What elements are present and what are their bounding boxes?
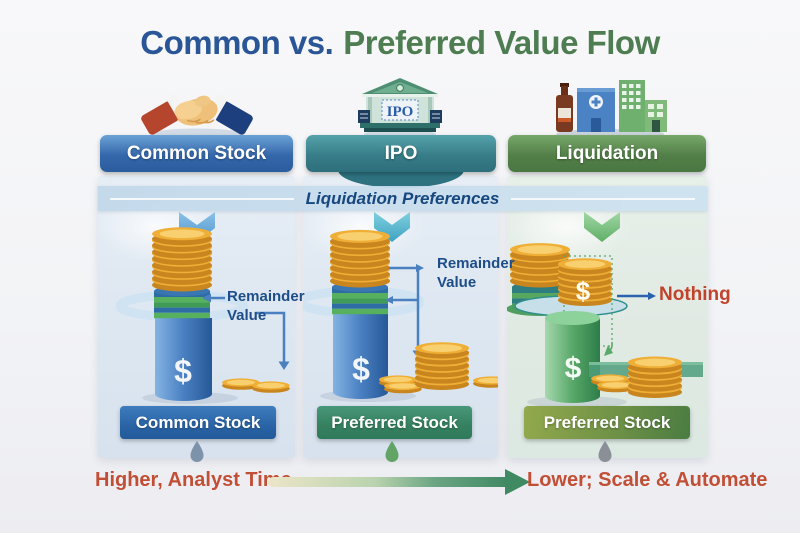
preferred-stock-result-banner: Preferred Stock (524, 406, 690, 439)
leftover-coins (222, 378, 290, 393)
liquidation-header-banner: Liquidation (508, 135, 706, 172)
remainder-arrows (389, 266, 420, 351)
common-stock-result-label: Common Stock (135, 412, 261, 432)
droplet-icon (598, 441, 612, 462)
gradient-arrow-bar (268, 477, 506, 487)
blue-cylinder (333, 314, 388, 399)
blue-building-icon (577, 88, 615, 132)
preferred-stock-result-label: Preferred Stock (331, 412, 458, 432)
ipo-sign-text: IPO (387, 104, 414, 120)
remainder-value-label: Remainder Value (437, 255, 515, 291)
preferred-stock-result-label: Preferred Stock (543, 412, 671, 432)
coin-stack (152, 227, 212, 292)
dollar-sign: $ (565, 352, 582, 385)
green-building-icon (619, 80, 667, 132)
common-stock-result-banner: Common Stock (120, 406, 276, 439)
coin-dollar-sign: $ (576, 276, 591, 306)
dollar-sign: $ (174, 353, 192, 389)
pharma-buildings-icon (556, 80, 667, 139)
liquidation-header-label: Liquidation (555, 142, 659, 164)
dollar-sign: $ (352, 351, 370, 387)
droplet-icon (190, 441, 204, 462)
higher-analyst-time-label: Higher, Analyst Time (95, 469, 292, 491)
page-title: Common vs.Preferred Value Flow (0, 24, 800, 62)
preferred-coin-stack (379, 342, 498, 394)
liquidation-preferences-label: Liquidation Preferences (305, 188, 500, 208)
gradient-arrow-head-icon (505, 469, 530, 495)
ipo-header-label: IPO (384, 142, 418, 164)
blue-cylinder (155, 318, 212, 401)
title-common: Common vs. (140, 24, 334, 61)
remainder-arrows (210, 296, 286, 362)
nothing-label: Nothing (659, 284, 731, 305)
ipo-banner-ribbon-fold (338, 168, 464, 188)
common-stock-illustration: $ (115, 212, 290, 404)
lower-scale-automate-label: Lower; Scale & Automate (527, 469, 768, 491)
common-stock-header-banner: Common Stock (100, 135, 293, 172)
common-stock-header-label: Common Stock (126, 142, 267, 164)
down-chevron-icon (584, 212, 620, 242)
liquidation-preferences-band: Liquidation Preferences (98, 186, 707, 211)
handshake-icon (141, 95, 253, 140)
dotted-hook-arrow (604, 341, 613, 356)
liquidation-illustration: $ $ (507, 212, 703, 408)
green-cylinder (545, 311, 600, 403)
nothing-arrow (617, 292, 656, 300)
droplet-icon (385, 441, 399, 462)
ipo-header-banner: IPO (306, 135, 496, 172)
preferred-stock-result-banner: Preferred Stock (317, 406, 472, 439)
title-preferred: Preferred Value Flow (343, 24, 660, 61)
ipo-illustration: $ (303, 212, 498, 402)
coin-stack (330, 229, 390, 288)
remainder-value-label: Remainder Value (227, 288, 305, 324)
ipo-bank-icon: IPO (358, 78, 442, 138)
bottle-icon (556, 83, 573, 132)
